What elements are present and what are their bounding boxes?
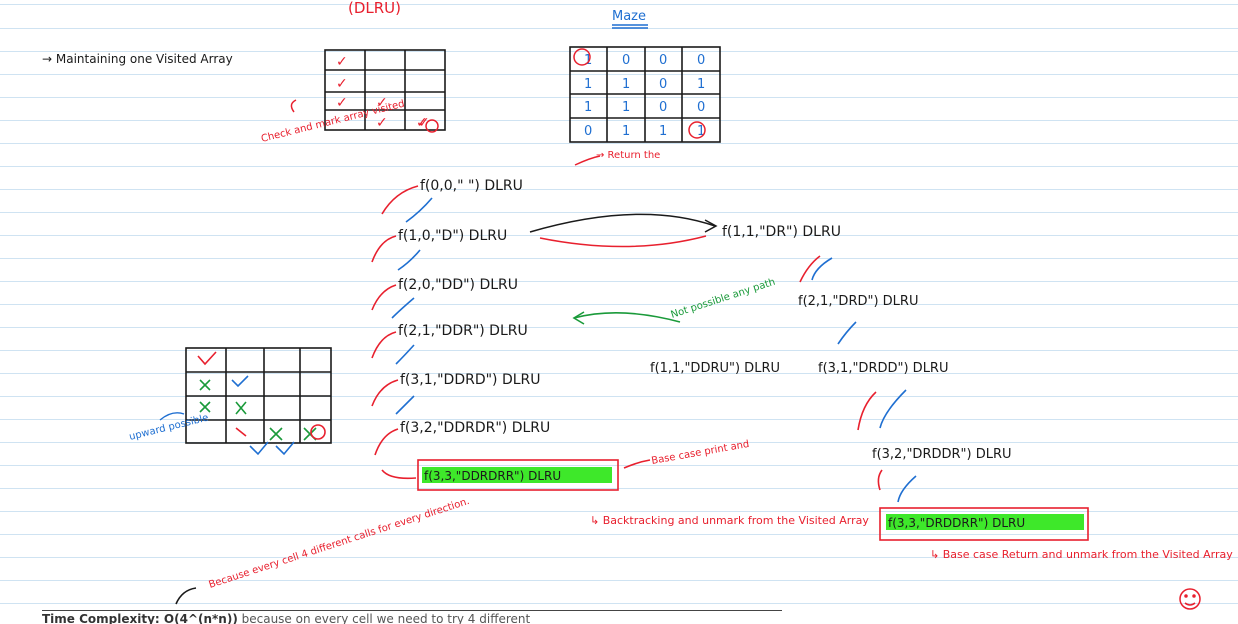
top-label: (DLRU) bbox=[348, 0, 401, 17]
visited-check-mark: ✓ bbox=[376, 95, 388, 111]
note-backtracking: ↳ Backtracking and unmark from the Visit… bbox=[590, 514, 869, 527]
visited-check-mark: ✓ bbox=[418, 115, 430, 131]
call-f-0-0: f(0,0," ") DLRU bbox=[420, 178, 523, 194]
maze-cell: 0 bbox=[659, 77, 667, 92]
maze-cell: 1 bbox=[697, 77, 705, 92]
note-maintaining: → Maintaining one Visited Array bbox=[42, 52, 233, 66]
call-f-2-1: f(2,1,"DDR") DLRU bbox=[398, 323, 528, 339]
maze-cell: 1 bbox=[622, 124, 630, 139]
note-base-case-1: Base case print and bbox=[651, 439, 751, 467]
base-case-box-2 bbox=[879, 507, 1089, 541]
visited-grid-2-marks bbox=[197, 351, 326, 456]
maze-cell: 0 bbox=[659, 53, 667, 68]
visited-grid-1 bbox=[324, 49, 446, 131]
svg-text:upward possible: upward possible bbox=[128, 413, 210, 443]
svg-text:Not possible any path: Not possible any path bbox=[670, 277, 777, 321]
arrow-to-f-1-1 bbox=[529, 213, 716, 233]
visited-check-mark: ✓ bbox=[376, 115, 388, 131]
target-cell-circle bbox=[425, 119, 439, 133]
right-arrows-blue bbox=[811, 257, 917, 503]
maze-cell: 1 bbox=[622, 77, 630, 92]
note-because-every: Because every cell 4 different calls for… bbox=[208, 496, 471, 591]
call-f-1-0: f(1,0,"D") DLRU bbox=[398, 228, 507, 244]
base-case-highlight-1 bbox=[422, 467, 612, 483]
call-f-1-1: f(1,1,"DR") DLRU bbox=[722, 224, 841, 240]
call-f-1-1-ddru: f(1,1,"DDRU") DLRU bbox=[650, 361, 780, 376]
smiley-icon bbox=[1179, 588, 1201, 610]
left-call-arrows bbox=[371, 185, 419, 480]
base-case-arrow bbox=[623, 459, 651, 469]
svg-text:Because every cell 4 different: Because every cell 4 different calls for… bbox=[208, 496, 471, 591]
maze-grid-values: 1 0 0 0 1 1 0 1 1 1 0 0 0 1 1 1 bbox=[584, 53, 705, 139]
maze-cell: 1 bbox=[697, 124, 705, 139]
right-arrows-red bbox=[799, 255, 883, 491]
left-return-arrows bbox=[391, 197, 433, 415]
note-upward-possible: upward possible bbox=[128, 413, 210, 443]
visited-grid-2 bbox=[185, 347, 332, 444]
maze-cell: 0 bbox=[659, 100, 667, 115]
green-arrowhead bbox=[572, 311, 585, 325]
visited-check-mark: ✓ bbox=[336, 54, 348, 70]
footer-label: Time Complexity: O(4^(n*n)) bbox=[42, 612, 238, 624]
maze-cell: 1 bbox=[584, 77, 592, 92]
return-arrow bbox=[574, 155, 601, 166]
call-f-3-2: f(3,2,"DDRDR") DLRU bbox=[400, 420, 550, 436]
call-f-3-1-right: f(3,1,"DRDD") DLRU bbox=[818, 361, 948, 376]
call-f-3-1: f(3,1,"DDRD") DLRU bbox=[400, 372, 541, 388]
note-return: → Return the bbox=[596, 150, 660, 161]
footer-note: Time Complexity: O(4^(n*n)) because on e… bbox=[42, 610, 782, 624]
visited-check-mark: ✓ bbox=[416, 115, 428, 131]
visited-grid-1-marks: ✓✓✓✓✓✓✓ bbox=[336, 54, 430, 131]
footer-text: because on every cell we need to try 4 d… bbox=[237, 612, 531, 624]
maze-start-circle bbox=[573, 48, 591, 66]
bracket-mark bbox=[290, 99, 297, 113]
upward-arrow bbox=[159, 412, 185, 421]
call-f-2-1-right: f(2,1,"DRD") DLRU bbox=[798, 294, 918, 309]
svg-text:Base case print and: Base case print and bbox=[651, 439, 751, 467]
maze-cell: 1 bbox=[622, 100, 630, 115]
call-f-3-2-right: f(3,2,"DRDDR") DLRU bbox=[872, 447, 1012, 462]
small-curve-arrow bbox=[175, 587, 197, 605]
maze-title: Maze bbox=[612, 9, 646, 24]
green-arrow bbox=[573, 312, 681, 323]
call-f-3-3-right: f(3,3,"DRDDRR") DLRU bbox=[888, 516, 1025, 530]
base-case-highlight-2 bbox=[886, 514, 1084, 530]
maze-cell: 0 bbox=[622, 53, 630, 68]
note-base-case-return: ↳ Base case Return and unmark from the V… bbox=[930, 548, 1233, 561]
base-case-box-1 bbox=[417, 459, 619, 491]
maze-cell: 0 bbox=[697, 100, 705, 115]
call-f-3-3: f(3,3,"DDRDRR") DLRU bbox=[424, 469, 561, 483]
maze-cell: 1 bbox=[584, 100, 592, 115]
arrowhead-black bbox=[704, 219, 718, 233]
visited-check-mark: ✓ bbox=[336, 76, 348, 92]
maze-cell: 0 bbox=[697, 53, 705, 68]
call-f-2-0: f(2,0,"DD") DLRU bbox=[398, 277, 518, 293]
maze-cell: 1 bbox=[659, 124, 667, 139]
maze-cell: 1 bbox=[584, 53, 592, 68]
visited-check-mark: ✓ bbox=[336, 95, 348, 111]
arrow-back-from-f-1-1 bbox=[539, 235, 707, 248]
maze-cell: 0 bbox=[584, 124, 592, 139]
maze-end-circle bbox=[688, 121, 706, 139]
maze-grid bbox=[569, 46, 721, 143]
note-not-possible: Not possible any path bbox=[670, 277, 777, 321]
